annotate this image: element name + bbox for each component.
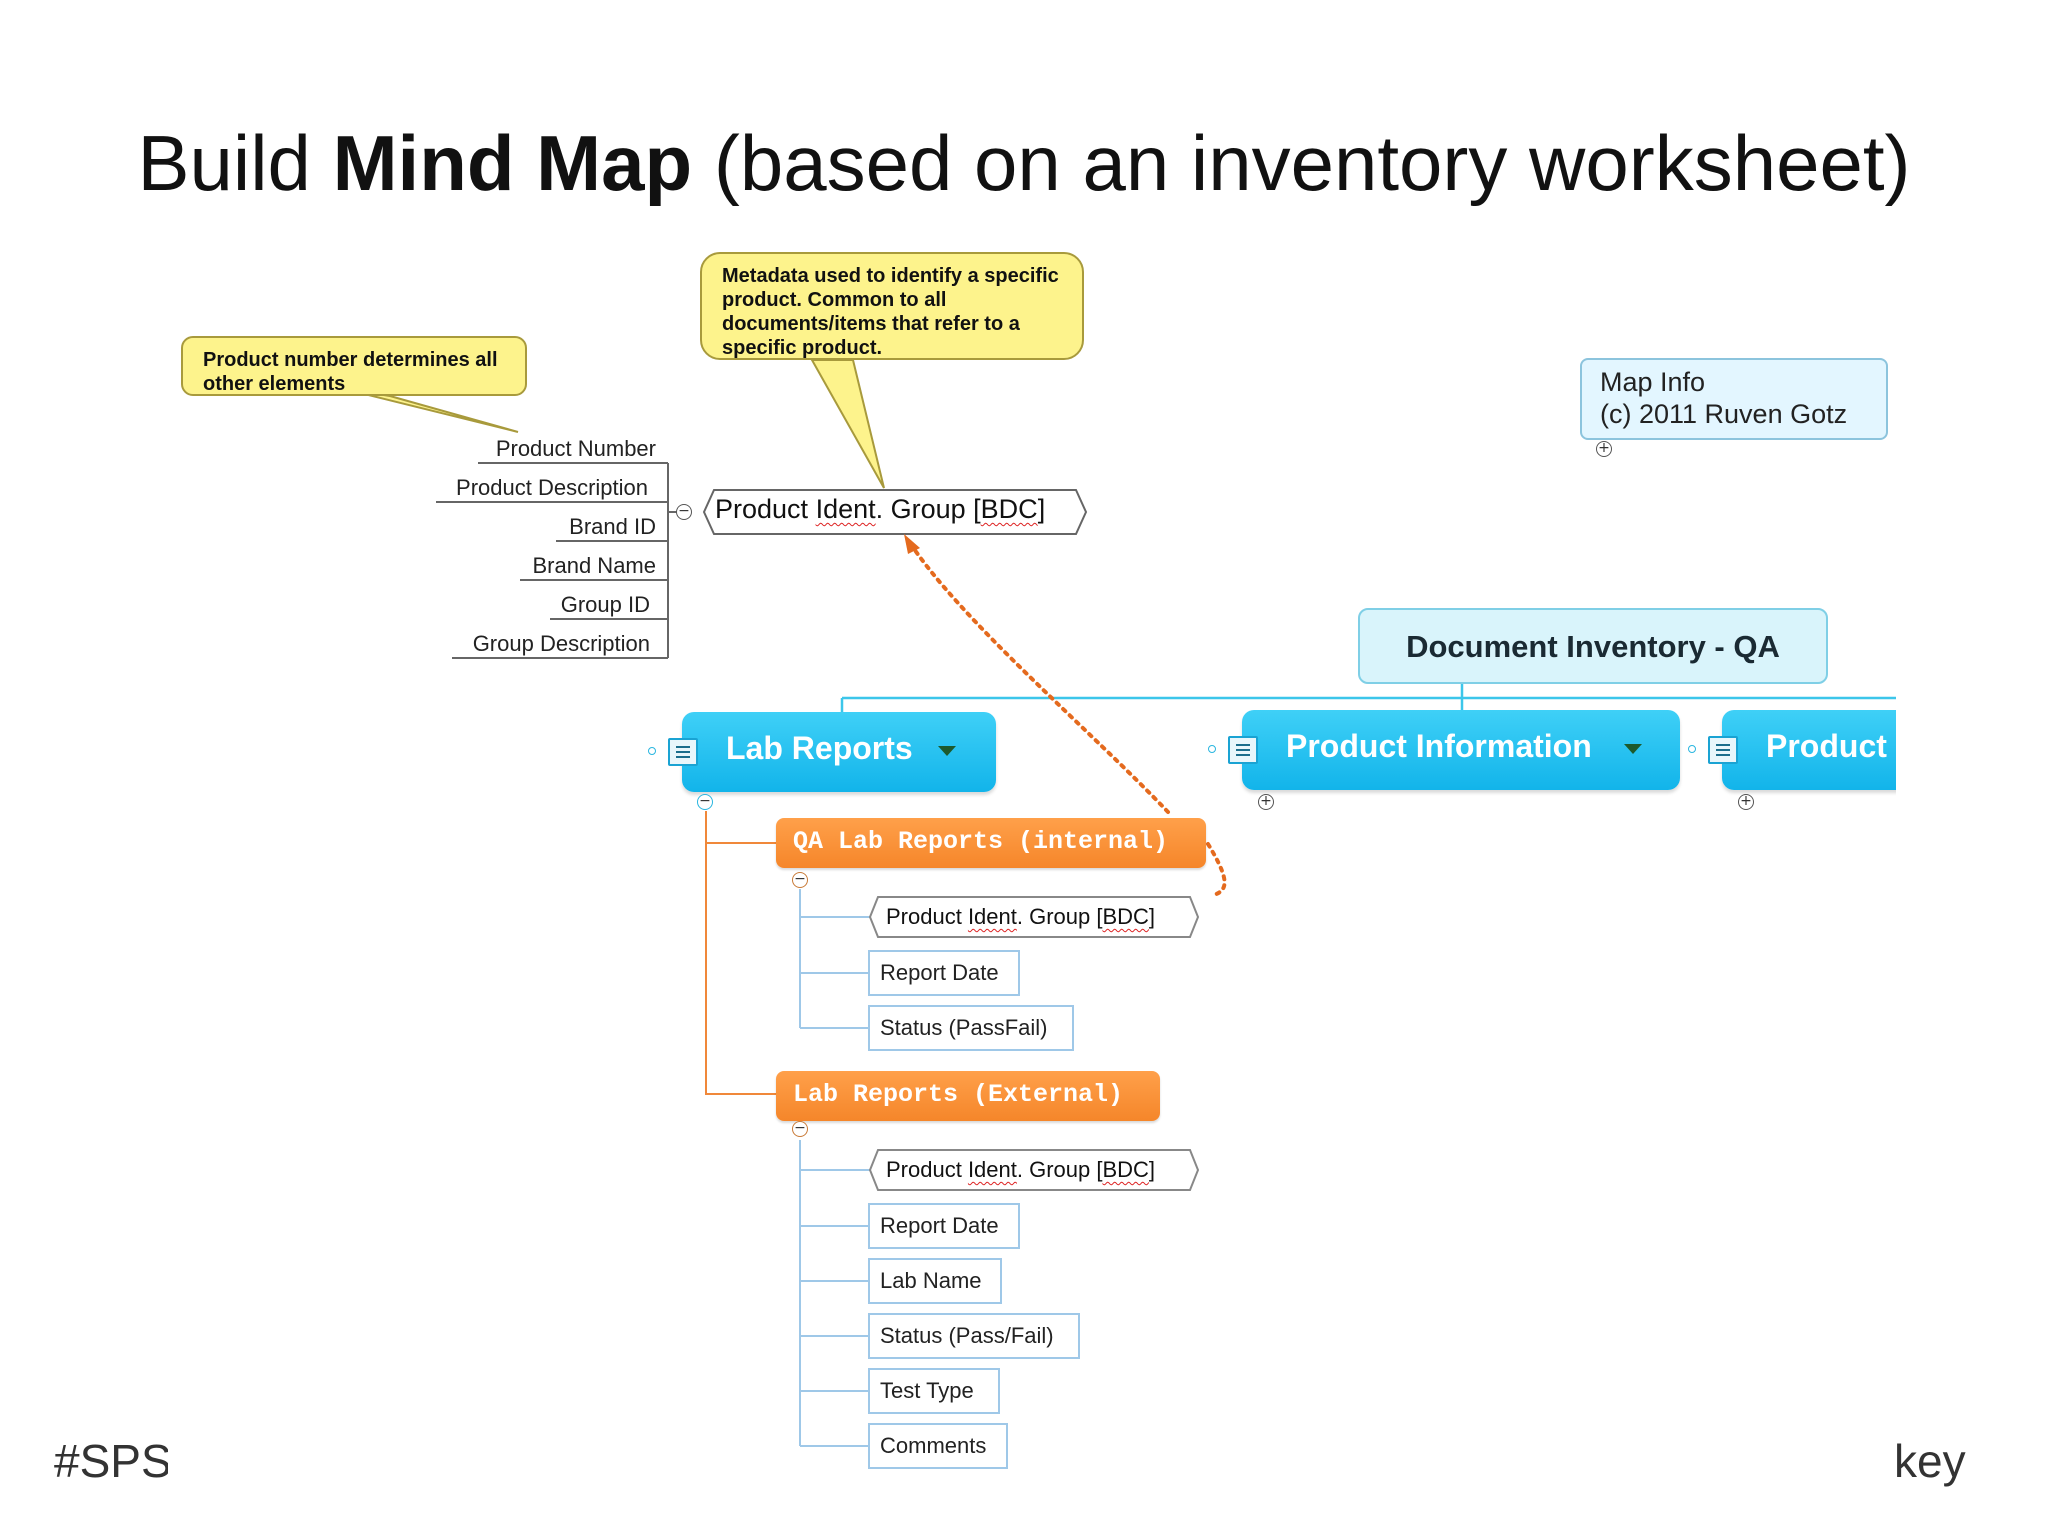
ident-group-collapse-icon[interactable]: − [676, 504, 692, 520]
labreports-branches [705, 811, 776, 1095]
ident-label-d: BDC [980, 494, 1038, 524]
main-topic-product-specifications[interactable]: Product Specifications [1722, 710, 1896, 790]
field-brand-name: Brand Name [532, 553, 656, 578]
root-node[interactable]: Document Inventory - QA [1358, 608, 1828, 684]
relation-line [906, 538, 1170, 814]
product-ident-group-node[interactable]: Product Ident. Group [BDC] [715, 494, 1045, 525]
ref-d: BDC [1102, 904, 1149, 929]
connection-handle-icon[interactable] [1688, 745, 1696, 753]
ident-ref-outline-external [868, 1149, 1200, 1191]
slide-title: Build Mind Map (based on an inventory wo… [0, 118, 2048, 209]
field-test-type[interactable]: Test Type [868, 1368, 1000, 1414]
ident-label-e: ] [1037, 494, 1046, 524]
footer-hashtag: #SPST [54, 1435, 168, 1487]
main-topic-product-information[interactable]: Product Information [1242, 710, 1680, 790]
connection-handle-icon[interactable] [648, 747, 656, 755]
field-product-description: Product Description [456, 475, 648, 500]
notes-icon[interactable] [1228, 736, 1258, 764]
ident-ref-internal[interactable]: Product Ident. Group [BDC] [886, 904, 1155, 930]
map-info-copyright: (c) 2011 Ruven Gotz [1600, 399, 1848, 429]
title-prefix: Build [137, 119, 333, 207]
relation-line-tail [1206, 842, 1227, 897]
ref-e: ] [1148, 904, 1156, 929]
subtopic-qa-lab-reports-internal[interactable]: QA Lab Reports (internal) [776, 818, 1206, 868]
map-info-title: Map Info [1600, 367, 1706, 397]
field-underlines [436, 462, 682, 659]
ref-e: ] [1148, 1157, 1156, 1182]
field-group-description: Group Description [472, 631, 650, 656]
lab-reports-label: Lab Reports [726, 730, 913, 766]
field-comments[interactable]: Comments [868, 1423, 1008, 1469]
field-branches [799, 889, 870, 1447]
product-specifications-label: Product Specifications [1766, 728, 1896, 764]
connection-handle-icon[interactable] [1208, 745, 1216, 753]
clip-region: Product Specifications [1640, 700, 1896, 800]
map-info-expand-icon[interactable]: + [1596, 441, 1612, 457]
map-info-box[interactable]: Map Info (c) 2011 Ruven Gotz [1580, 358, 1888, 440]
ident-label-a: Product [715, 494, 816, 524]
title-suffix: (based on an inventory worksheet) [692, 119, 1911, 207]
dropdown-arrow-icon[interactable] [1624, 744, 1642, 754]
footer-right: key [1894, 1435, 1966, 1487]
external-collapse-icon[interactable]: − [792, 1121, 808, 1137]
ident-group-outline [702, 489, 1088, 535]
field-product-number: Product Number [495, 436, 656, 461]
ident-label-b: Ident [815, 494, 876, 524]
product-specifications-expand-icon[interactable]: + [1738, 794, 1754, 810]
subtopic-lab-reports-external[interactable]: Lab Reports (External) [776, 1071, 1160, 1121]
ident-ref-external[interactable]: Product Ident. Group [BDC] [886, 1157, 1155, 1183]
dropdown-arrow-icon[interactable] [938, 746, 956, 756]
notes-icon[interactable] [668, 738, 698, 766]
field-report-date[interactable]: Report Date [868, 1203, 1020, 1249]
product-information-expand-icon[interactable]: + [1258, 794, 1274, 810]
ref-a: Product [886, 904, 968, 929]
field-lab-name[interactable]: Lab Name [868, 1258, 1002, 1304]
callout-tail-metadata [810, 359, 885, 489]
lab-reports-collapse-icon[interactable]: − [697, 794, 713, 810]
root-branches [840, 684, 1896, 712]
field-status-passfail[interactable]: Status (PassFail) [868, 1005, 1074, 1051]
ref-b: Ident [967, 904, 1017, 929]
ref-d: BDC [1102, 1157, 1149, 1182]
qa-internal-collapse-icon[interactable]: − [792, 872, 808, 888]
field-report-date[interactable]: Report Date [868, 950, 1020, 996]
product-information-label: Product Information [1286, 728, 1592, 764]
callout-product-number: Product number determines all other elem… [181, 336, 527, 396]
ref-a: Product [886, 1157, 968, 1182]
field-group-id: Group ID [560, 592, 650, 617]
ident-label-c: . Group [ [875, 494, 981, 524]
ref-c: . Group [ [1016, 904, 1103, 929]
ref-c: . Group [ [1016, 1157, 1103, 1182]
main-topic-lab-reports[interactable]: Lab Reports [682, 712, 996, 792]
field-brand-id: Brand ID [569, 514, 656, 539]
callout-metadata: Metadata used to identify a specific pro… [700, 252, 1084, 360]
title-bold: Mind Map [332, 119, 693, 207]
ident-ref-outline-internal [868, 896, 1200, 938]
relation-arrowhead [904, 534, 920, 554]
ref-b: Ident [967, 1157, 1017, 1182]
notes-icon[interactable] [1708, 736, 1738, 764]
field-status-pass-fail[interactable]: Status (Pass/Fail) [868, 1313, 1080, 1359]
